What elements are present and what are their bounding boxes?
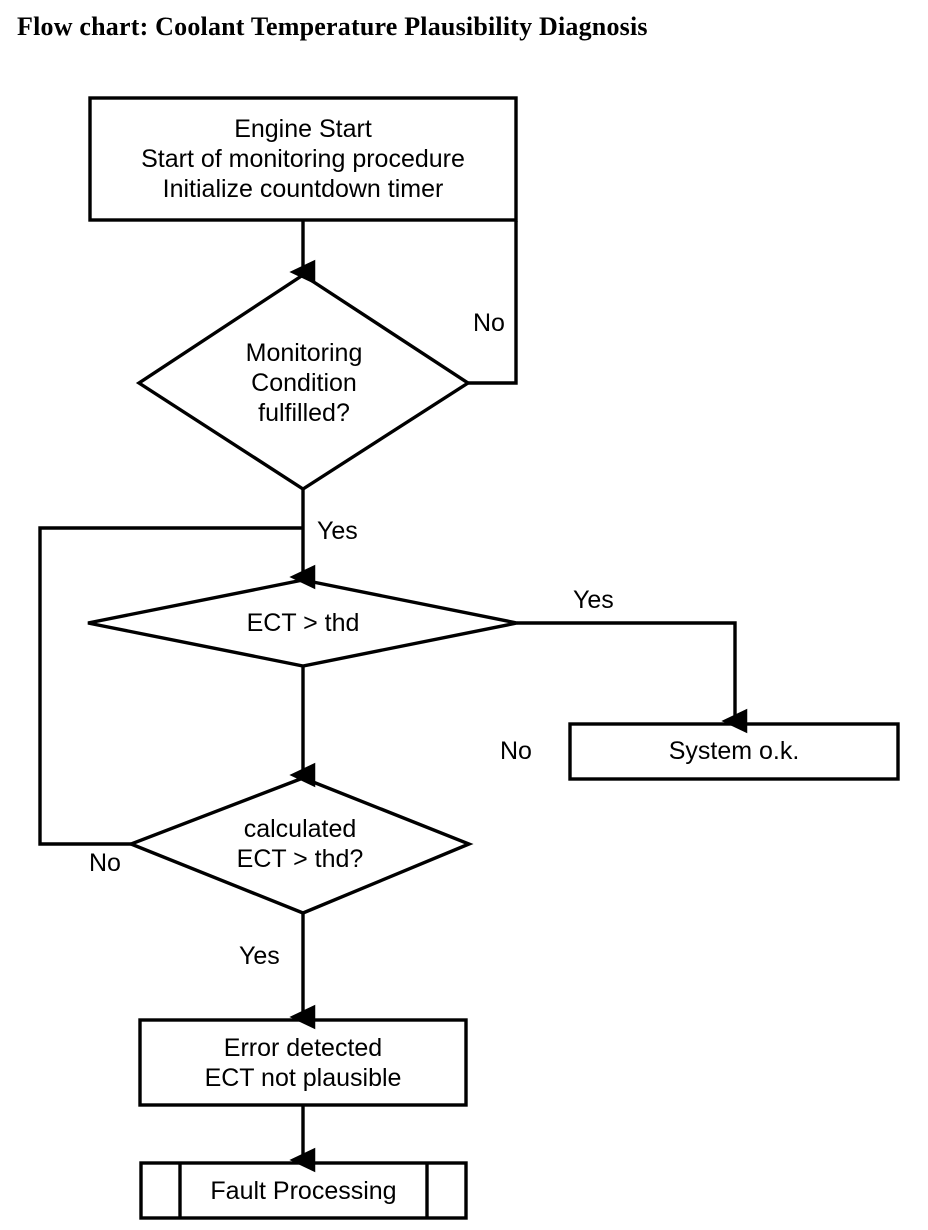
edge-monitoring-no-loop [468, 221, 518, 385]
node-calculated-ect-shape [126, 776, 474, 915]
edge-calculated-no-loop [38, 526, 303, 846]
edge-label-ect-no: No [500, 737, 532, 765]
node-system-ok-shape [568, 722, 900, 781]
edge-label-monitoring-yes: Yes [317, 517, 358, 545]
edge-label-calculated-no: No [89, 849, 121, 877]
edge-ect-yes-to-system-ok [517, 621, 748, 734]
node-fault-processing-shape [139, 1161, 468, 1220]
node-monitoring-condition-shape [135, 272, 472, 492]
node-error-detected-shape [138, 1018, 468, 1107]
node-start-shape [88, 96, 518, 222]
edge-label-ect-yes: Yes [573, 586, 614, 614]
page-title: Flow chart: Coolant Temperature Plausibi… [17, 12, 648, 41]
edge-label-monitoring-no: No [473, 309, 505, 337]
node-ect-gt-thd-shape [87, 578, 518, 668]
edge-label-calculated-yes: Yes [239, 942, 280, 970]
